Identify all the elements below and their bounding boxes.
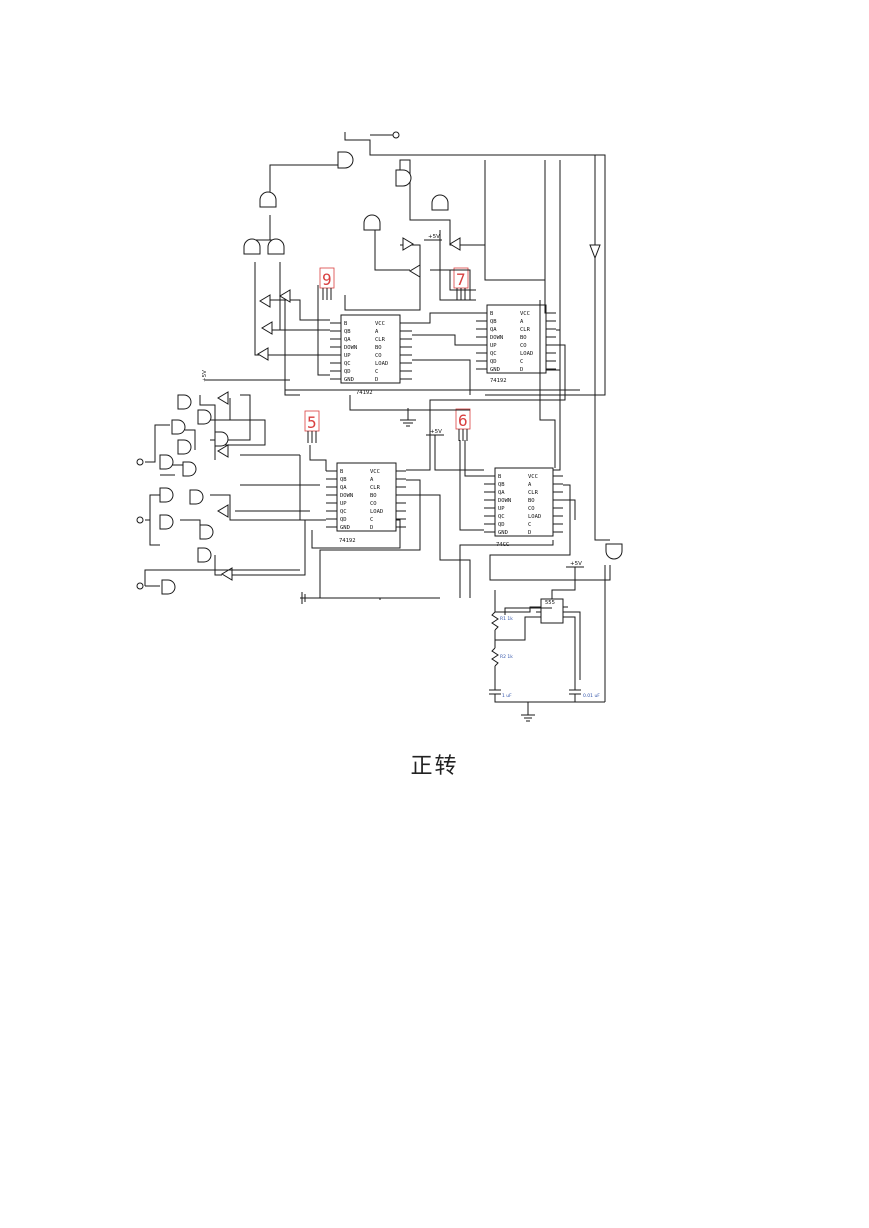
vcc-label: +5V <box>202 370 208 382</box>
pin-label: GND <box>344 377 354 383</box>
pin-label: CO <box>370 501 377 507</box>
pin-label: D <box>370 525 373 531</box>
ic-part-label: 74192 <box>356 390 373 396</box>
pin-label: A <box>370 477 374 483</box>
pin-label: QA <box>498 490 505 496</box>
pin-label: A <box>528 482 532 488</box>
pin-label: UP <box>340 501 347 507</box>
vcc-label: +5V <box>428 234 440 240</box>
ic-part-label: 74192 <box>490 378 507 384</box>
pin-label: UP <box>498 506 505 512</box>
pin-label: UP <box>344 353 351 359</box>
digit: 7 <box>456 270 466 289</box>
pin-label: LOAD <box>375 361 388 367</box>
pin-label: BO <box>528 498 535 504</box>
seven-segment-display-3: 5 <box>304 410 320 443</box>
pin-label: GND <box>340 525 350 531</box>
capacitor-label: 1 uF <box>502 693 512 699</box>
pin-label: A <box>520 319 524 325</box>
buffer-gates <box>217 237 601 581</box>
pin-label: QD <box>498 522 505 528</box>
pin-label: C <box>375 369 378 375</box>
pin-label: QB <box>344 329 351 335</box>
resistor-label: R2 1k <box>500 654 513 660</box>
pin-label: D <box>375 377 378 383</box>
pin-label: QD <box>344 369 351 375</box>
pin-label: QC <box>344 361 351 367</box>
pin-label: QC <box>498 514 505 520</box>
pin-label: A <box>375 329 379 335</box>
pin-label: B <box>490 311 494 317</box>
pin-label: QB <box>498 482 505 488</box>
seven-segment-display-4: 6 <box>455 408 471 441</box>
pin-label: D <box>528 530 531 536</box>
counter-ic-1: B QB QA DOWN UP QC QD GND VCC A CLR BO C… <box>330 314 412 396</box>
pin-label: CLR <box>375 337 386 343</box>
pin-label: QA <box>344 337 351 343</box>
pin-label: QB <box>340 477 347 483</box>
pin-label: D <box>520 367 523 373</box>
counter-ic-3: B QB QA DOWN UP QC QD GND VCC A CLR BO C… <box>326 462 406 544</box>
figure-caption: 正转 <box>410 754 459 779</box>
ic-part-label: 74192 <box>339 538 356 544</box>
pin-label: GND <box>498 530 508 536</box>
pin-label: CLR <box>528 490 539 496</box>
capacitor-label: 0.01 uF <box>583 693 600 699</box>
seven-segment-display-2: 7 <box>453 267 469 300</box>
timer-section: 555 R1 1k <box>489 565 606 722</box>
pin-label: VCC <box>528 474 538 480</box>
pin-label: B <box>344 321 348 327</box>
pin-label: DOWN <box>340 493 353 499</box>
pin-label: CLR <box>370 485 381 491</box>
seven-segment-display-1: 9 <box>319 267 335 300</box>
pin-label: QC <box>340 509 347 515</box>
counter-ic-4: B QB QA DOWN UP QC QD GND VCC A CLR BO C… <box>484 467 563 548</box>
logic-gates-top <box>243 151 623 560</box>
digit: 5 <box>307 413 317 432</box>
timer-part-label: 555 <box>545 600 555 606</box>
pin-label: C <box>528 522 531 528</box>
counter-ic-2: B QB QA DOWN UP QC QD GND VCC A CLR BO C… <box>476 304 556 384</box>
resistor-label: R1 1k <box>500 616 513 622</box>
pin-label: B <box>340 469 344 475</box>
pin-label: BO <box>370 493 377 499</box>
pin-label: CO <box>528 506 535 512</box>
pin-label: QC <box>490 351 497 357</box>
pin-label: QD <box>490 359 497 365</box>
pin-label: DOWN <box>490 335 503 341</box>
pin-label: LOAD <box>370 509 383 515</box>
pin-label: QA <box>340 485 347 491</box>
pin-label: QB <box>490 319 497 325</box>
pin-label: QA <box>490 327 497 333</box>
pin-label: GND <box>490 367 500 373</box>
pin-label: DOWN <box>344 345 357 351</box>
pin-label: DOWN <box>498 498 511 504</box>
pin-label: VCC <box>375 321 385 327</box>
vcc-label: +5V <box>570 561 582 567</box>
pin-label: C <box>520 359 523 365</box>
pin-label: VCC <box>520 311 530 317</box>
digit: 9 <box>322 270 332 289</box>
digit: 6 <box>458 411 468 430</box>
pin-label: CLR <box>520 327 531 333</box>
pin-label: UP <box>490 343 497 349</box>
pin-label: C <box>370 517 373 523</box>
wiring <box>205 132 611 604</box>
pin-label: LOAD <box>520 351 533 357</box>
left-control-logic <box>136 131 400 595</box>
circuit-schematic: B QB QA DOWN UP QC QD GND VCC A CLR BO C… <box>136 131 623 722</box>
pin-label: CO <box>520 343 527 349</box>
pin-label: QD <box>340 517 347 523</box>
pin-label: B <box>498 474 502 480</box>
vcc-label: +5V <box>430 429 442 435</box>
pin-label: VCC <box>370 469 380 475</box>
pin-label: BO <box>375 345 382 351</box>
pin-label: CO <box>375 353 382 359</box>
pin-label: LOAD <box>528 514 541 520</box>
pin-label: BO <box>520 335 527 341</box>
